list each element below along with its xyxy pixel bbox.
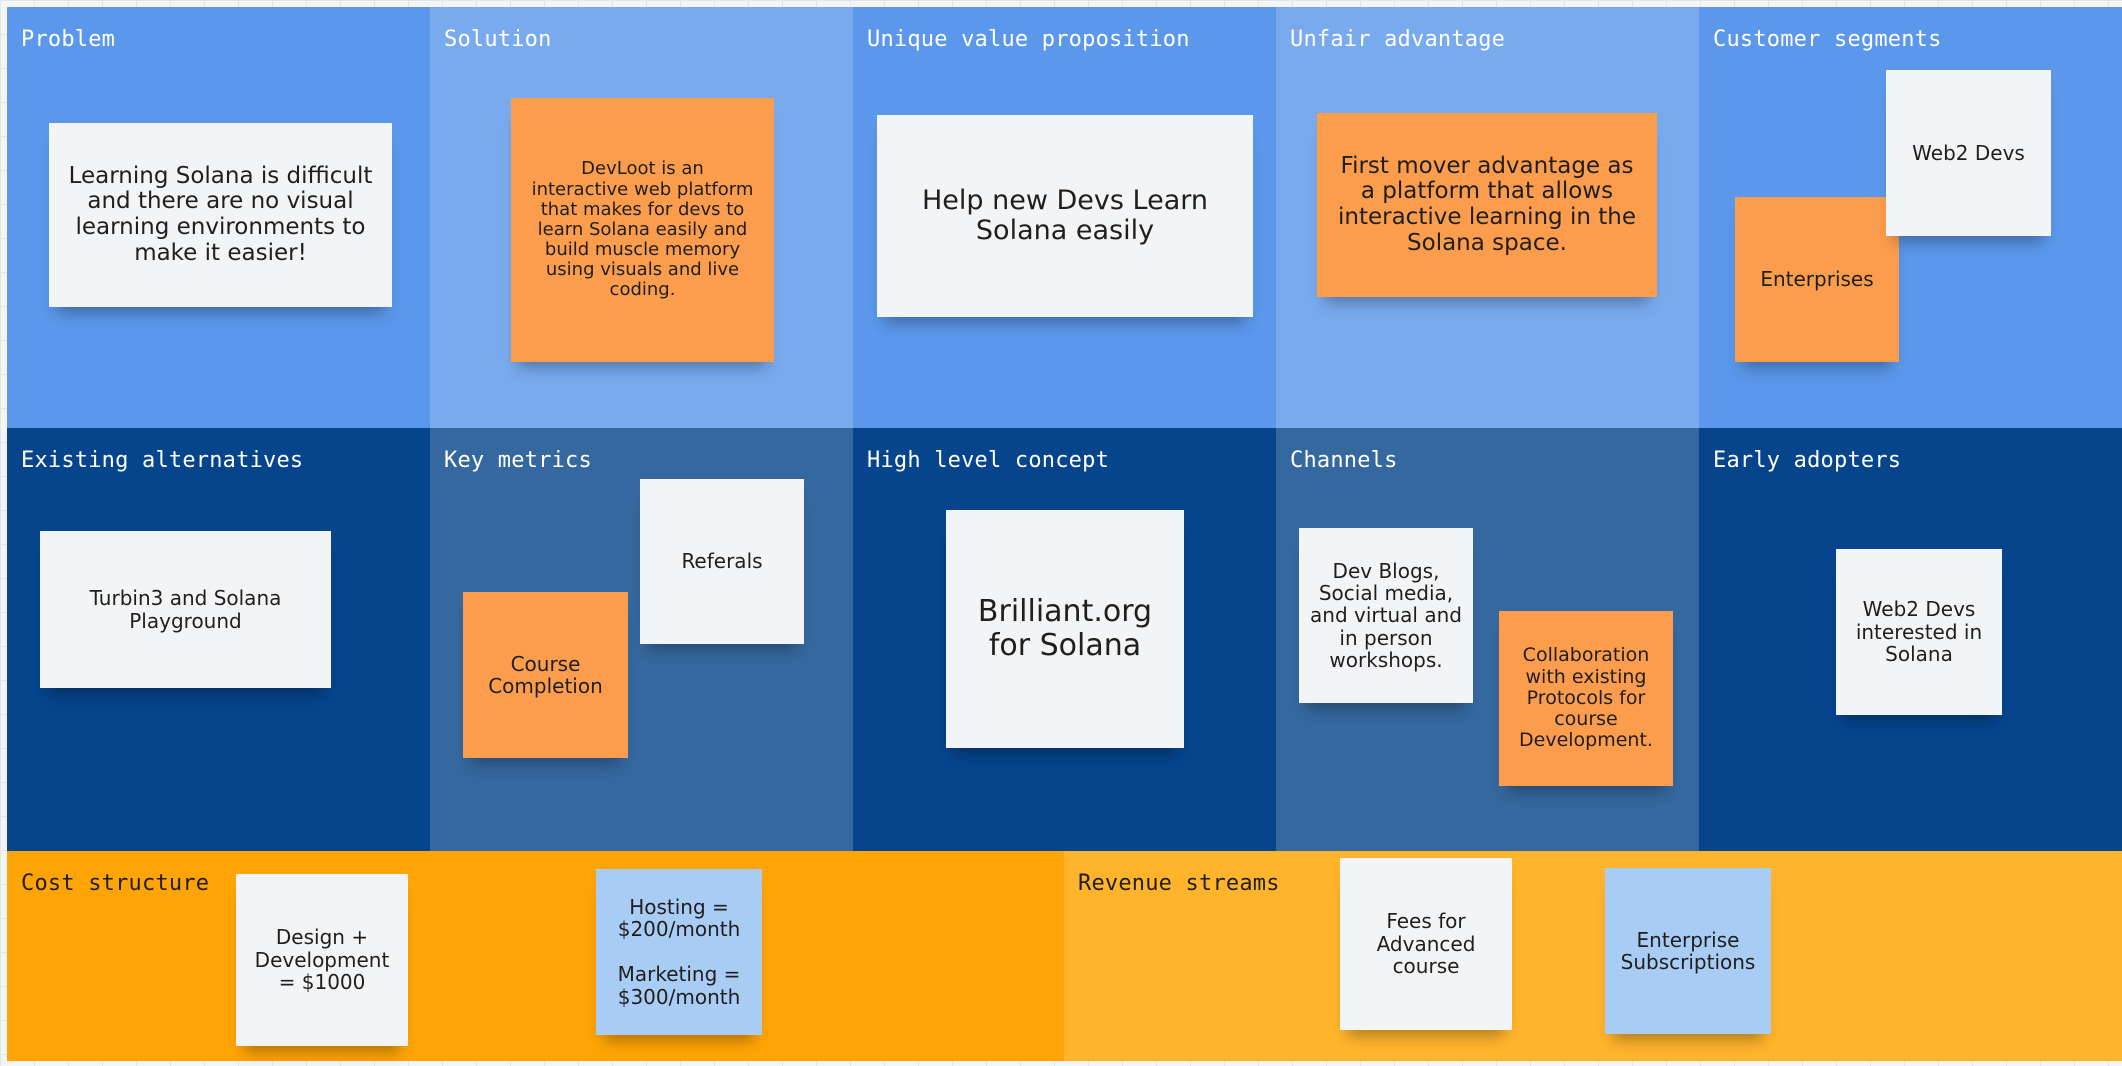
section-title-channels: Channels xyxy=(1290,448,1398,473)
section-title-existing-alternatives: Existing alternatives xyxy=(21,448,304,473)
section-title-solution: Solution xyxy=(444,27,552,52)
sticky-note-solution[interactable]: DevLoot is an interactive web platform t… xyxy=(511,98,774,362)
sticky-note-design-development[interactable]: Design + Development = $1000 xyxy=(236,874,408,1046)
sticky-note-collaboration[interactable]: Collaboration with existing Protocols fo… xyxy=(1499,611,1673,786)
section-unique-value-proposition: Unique value proposition Help new Devs L… xyxy=(853,7,1276,428)
sticky-note-fees-advanced-course[interactable]: Fees for Advanced course xyxy=(1340,858,1512,1030)
sticky-note-high-level-concept[interactable]: Brilliant.org for Solana xyxy=(946,510,1184,748)
sticky-note-uvp[interactable]: Help new Devs Learn Solana easily xyxy=(877,115,1253,317)
section-title-key-metrics: Key metrics xyxy=(444,448,592,473)
section-title-revenue-streams: Revenue streams xyxy=(1078,871,1280,896)
section-key-metrics: Key metrics Referals Course Completion xyxy=(430,428,853,851)
sticky-note-alternatives[interactable]: Turbin3 and Solana Playground xyxy=(40,531,331,688)
sticky-note-enterprises[interactable]: Enterprises xyxy=(1735,197,1899,362)
section-title-cost-structure: Cost structure xyxy=(21,871,210,896)
section-existing-alternatives: Existing alternatives Turbin3 and Solana… xyxy=(7,428,430,851)
section-title-unfair-advantage: Unfair advantage xyxy=(1290,27,1506,52)
sticky-note-enterprise-subscriptions[interactable]: Enterprise Subscriptions xyxy=(1605,868,1771,1034)
section-customer-segments: Customer segments Enterprises Web2 Devs xyxy=(1699,7,2122,428)
sticky-note-dev-blogs[interactable]: Dev Blogs, Social media, and virtual and… xyxy=(1299,528,1473,703)
section-title-problem: Problem xyxy=(21,27,116,52)
sticky-note-problem[interactable]: Learning Solana is difficult and there a… xyxy=(49,123,392,307)
section-title-early-adopters: Early adopters xyxy=(1713,448,1902,473)
sticky-note-course-completion[interactable]: Course Completion xyxy=(463,592,628,758)
section-title-customer-segments: Customer segments xyxy=(1713,27,1942,52)
sticky-note-web2-devs[interactable]: Web2 Devs xyxy=(1886,70,2051,236)
section-title-high-level-concept: High level concept xyxy=(867,448,1110,473)
section-early-adopters: Early adopters Web2 Devs interested in S… xyxy=(1699,428,2122,851)
section-channels: Channels Dev Blogs, Social media, and vi… xyxy=(1276,428,1699,851)
section-problem: Problem Learning Solana is difficult and… xyxy=(7,7,430,428)
sticky-note-early-adopters[interactable]: Web2 Devs interested in Solana xyxy=(1836,549,2002,715)
sticky-note-unfair-advantage[interactable]: First mover advantage as a platform that… xyxy=(1317,113,1657,297)
section-revenue-streams: Revenue streams Fees for Advanced course… xyxy=(1064,851,2122,1061)
section-high-level-concept: High level concept Brilliant.org for Sol… xyxy=(853,428,1276,851)
sticky-note-referals[interactable]: Referals xyxy=(640,479,804,644)
section-title-uvp: Unique value proposition xyxy=(867,27,1190,52)
sticky-note-hosting-marketing[interactable]: Hosting = $200/month Marketing = $300/mo… xyxy=(596,869,762,1035)
section-cost-structure: Cost structure Design + Development = $1… xyxy=(7,851,1064,1061)
section-solution: Solution DevLoot is an interactive web p… xyxy=(430,7,853,428)
section-unfair-advantage: Unfair advantage First mover advantage a… xyxy=(1276,7,1699,428)
